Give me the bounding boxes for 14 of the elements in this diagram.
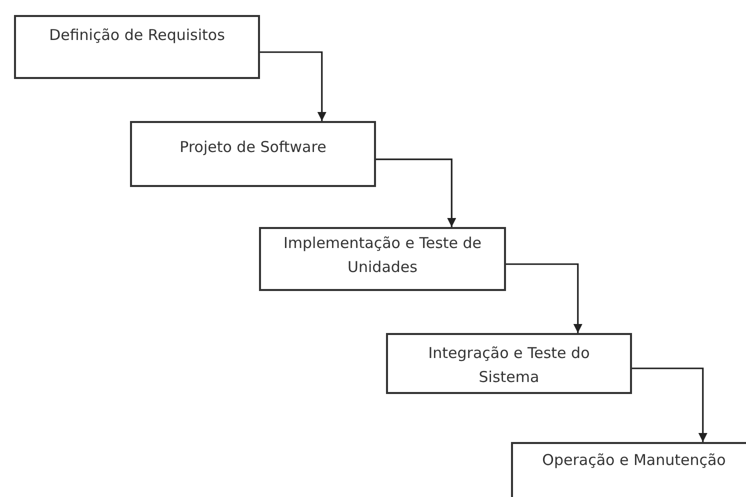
- arrow: [632, 368, 708, 442]
- arrow: [376, 158, 456, 227]
- arrow: [260, 51, 326, 121]
- process-box: [130, 121, 376, 187]
- step-label: Implementação e Teste de Unidades: [282, 233, 483, 278]
- step-label: Integração e Teste do Sistema: [427, 343, 591, 388]
- step-label: Projeto de Software: [178, 137, 328, 158]
- step-label: Operação e Manutenção: [541, 450, 727, 471]
- process-box: [386, 333, 632, 394]
- process-box: [511, 442, 746, 497]
- process-box: [259, 227, 506, 291]
- arrow: [506, 263, 582, 333]
- step-label: Definição de Requisitos: [48, 25, 226, 46]
- process-box: [14, 15, 260, 79]
